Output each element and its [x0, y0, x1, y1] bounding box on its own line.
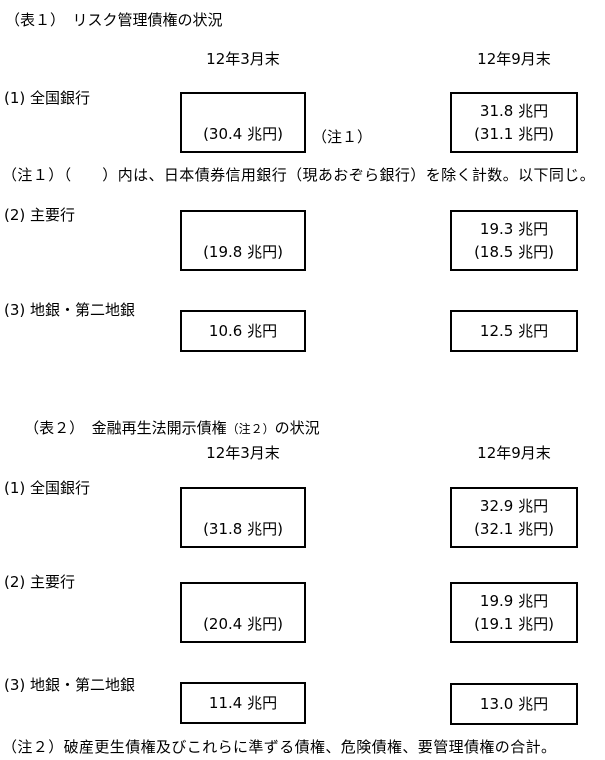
table2-title-main: （表２） 金融再生法開示債権 — [24, 419, 227, 437]
table2-row3-september-value-box: 13.0 兆円 — [450, 683, 578, 725]
table2-row3-march-value-box: 11.4 兆円 — [180, 682, 306, 724]
value-line: (19.8 兆円) — [203, 242, 283, 261]
table1-row2-march-value-box: (19.8 兆円) — [180, 210, 306, 271]
value-line: 11.4 兆円 — [208, 694, 278, 712]
table1-row-label-chigin: (3) 地銀・第二地銀 — [4, 301, 136, 319]
value-line: 19.3 兆円 — [479, 219, 549, 238]
table1-row3-march-value-box: 10.6 兆円 — [180, 310, 306, 352]
table1-row-label-zenkoku-ginko: (1) 全国銀行 — [4, 89, 91, 107]
value-line: 32.9 兆円 — [479, 496, 549, 515]
table2-row2-march-value-box: (20.4 兆円) — [180, 582, 306, 643]
table1-title: （表１） リスク管理債権の状況 — [5, 11, 223, 29]
value-line: 13.0 兆円 — [479, 695, 549, 713]
table2-title-note-ref: （注２） — [226, 422, 275, 436]
value-line: (31.8 兆円) — [203, 519, 283, 538]
table2-footnote: （注２）破産更生債権及びこれらに準ずる債権、危険債権、要管理債権の合計。 — [2, 738, 557, 756]
table2-row-label-chigin: (3) 地銀・第二地銀 — [4, 676, 136, 694]
table2-col-header-september: 12年9月末 — [477, 444, 551, 462]
table1-row1-september-value-box: 31.8 兆円 (31.1 兆円) — [450, 92, 578, 153]
table2-title: （表２） 金融再生法開示債権（注２）の状況 — [5, 399, 320, 456]
table1-col-header-march: 12年3月末 — [206, 50, 280, 68]
value-line: 31.8 兆円 — [479, 101, 549, 120]
table2-col-header-march: 12年3月末 — [206, 444, 280, 462]
value-line: 19.9 兆円 — [479, 591, 549, 610]
table1-footnote: （注１）（ ）内は、日本債券信用銀行（現あおぞら銀行）を除く計数。以下同じ。 — [2, 166, 596, 184]
table1-col-header-september: 12年9月末 — [477, 50, 551, 68]
table1-side-note-ref: （注１） — [312, 128, 373, 146]
table2-title-tail: の状況 — [274, 419, 320, 437]
value-line: (30.4 兆円) — [203, 124, 283, 143]
table2-row-label-zenkoku-ginko: (1) 全国銀行 — [4, 479, 91, 497]
table1-row-label-shuyoko: (2) 主要行 — [4, 206, 76, 224]
table2-row1-september-value-box: 32.9 兆円 (32.1 兆円) — [450, 487, 578, 548]
value-line: 12.5 兆円 — [479, 322, 549, 340]
value-line: 10.6 兆円 — [208, 322, 278, 340]
table2-row2-september-value-box: 19.9 兆円 (19.1 兆円) — [450, 582, 578, 643]
table2-row1-march-value-box: (31.8 兆円) — [180, 487, 306, 548]
value-line: (31.1 兆円) — [474, 124, 554, 143]
value-line: (32.1 兆円) — [474, 519, 554, 538]
table1-row2-september-value-box: 19.3 兆円 (18.5 兆円) — [450, 210, 578, 271]
value-line: (20.4 兆円) — [203, 614, 283, 633]
value-line: (19.1 兆円) — [474, 614, 554, 633]
table2-row-label-shuyoko: (2) 主要行 — [4, 573, 76, 591]
value-line: (18.5 兆円) — [474, 242, 554, 261]
table1-row3-september-value-box: 12.5 兆円 — [450, 310, 578, 352]
table1-row1-march-value-box: (30.4 兆円) — [180, 92, 306, 153]
